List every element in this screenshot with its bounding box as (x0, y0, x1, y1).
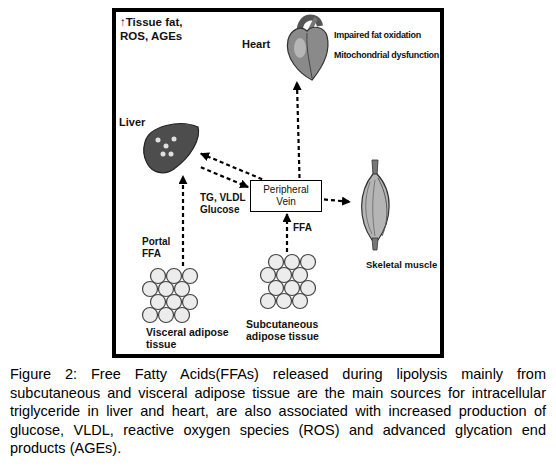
muscle-tendon (372, 238, 378, 250)
fat-droplet (172, 137, 177, 142)
fat-cell (261, 294, 276, 309)
fat-cell (269, 255, 284, 270)
flow-label: Portal FFA (142, 236, 182, 260)
subcutaneous-fat-cells (261, 255, 316, 309)
adipose-cluster: Visceral adipose tissue (142, 268, 198, 324)
fat-cell (143, 308, 158, 323)
fat-droplet (169, 152, 174, 157)
flow-arrow (324, 199, 350, 201)
flow-arrow (201, 167, 248, 187)
annotation-text: Mitochondrial dysfunction (334, 50, 439, 61)
flow-arrow (182, 176, 184, 266)
muscle-fiber (378, 178, 387, 236)
fat-cell (159, 282, 174, 297)
fat-cell (301, 281, 316, 296)
fat-cell (143, 282, 158, 297)
fat-cell (175, 282, 190, 297)
figure-caption: Figure 2: Free Fatty Acids(FFAs) release… (10, 365, 546, 458)
flow-arrow (286, 214, 288, 252)
fat-cell (293, 294, 308, 309)
fat-droplet (161, 152, 166, 157)
heart-highlight (294, 38, 306, 58)
fat-cell (285, 255, 300, 270)
muscle-illustration (362, 160, 390, 250)
annotation-text: Impaired fat oxidation (334, 30, 421, 41)
heart-body (287, 27, 328, 80)
flow-arrow (201, 154, 262, 180)
muscle-belly (362, 174, 390, 240)
organ-label: Skeletal muscle (366, 260, 437, 271)
vein-box: Peripheral Vein (250, 180, 322, 212)
heart-groove (307, 33, 312, 78)
flow-arrow (297, 82, 300, 178)
fat-droplet (156, 138, 161, 143)
liver-illustration (144, 124, 199, 173)
organ-label: Liver (119, 116, 145, 129)
muscle-organ: Skeletal muscle (352, 160, 396, 248)
fat-cell (269, 281, 284, 296)
muscle-fiber (373, 180, 375, 236)
fat-cell (151, 269, 166, 284)
fat-cell (183, 269, 198, 284)
liver-organ: Liver (143, 122, 199, 174)
fat-cell (167, 295, 182, 310)
tissue-label: Visceral adipose tissue (146, 326, 236, 350)
organ-label: Heart (242, 38, 270, 51)
fat-cell (175, 308, 190, 323)
box-label: Peripheral Vein (256, 184, 316, 208)
fat-cell (151, 295, 166, 310)
fat-droplet (164, 144, 169, 149)
fat-cell (277, 294, 292, 309)
visceral-fat-cells (143, 269, 198, 323)
fat-cell (285, 281, 300, 296)
adipose-cluster: Subcutaneous adipose tissue (260, 254, 318, 310)
fat-cell (261, 268, 276, 283)
fat-cell (293, 268, 308, 283)
flow-label: TG, VLDL Glucose (200, 192, 252, 216)
fat-cell (159, 308, 174, 323)
annotation-text: ↑Tissue fat, ROS, AGEs (120, 16, 204, 44)
fat-cell (167, 269, 182, 284)
tissue-label: Subcutaneous adipose tissue (246, 318, 328, 342)
heart-organ: Heart (282, 14, 330, 80)
heart-illustration (287, 17, 328, 80)
liver-body (144, 124, 199, 173)
flow-label: FFA (293, 222, 323, 234)
fat-cell (183, 295, 198, 310)
fat-cell (277, 268, 292, 283)
muscle-fiber (366, 182, 372, 234)
fat-cell (301, 255, 316, 270)
